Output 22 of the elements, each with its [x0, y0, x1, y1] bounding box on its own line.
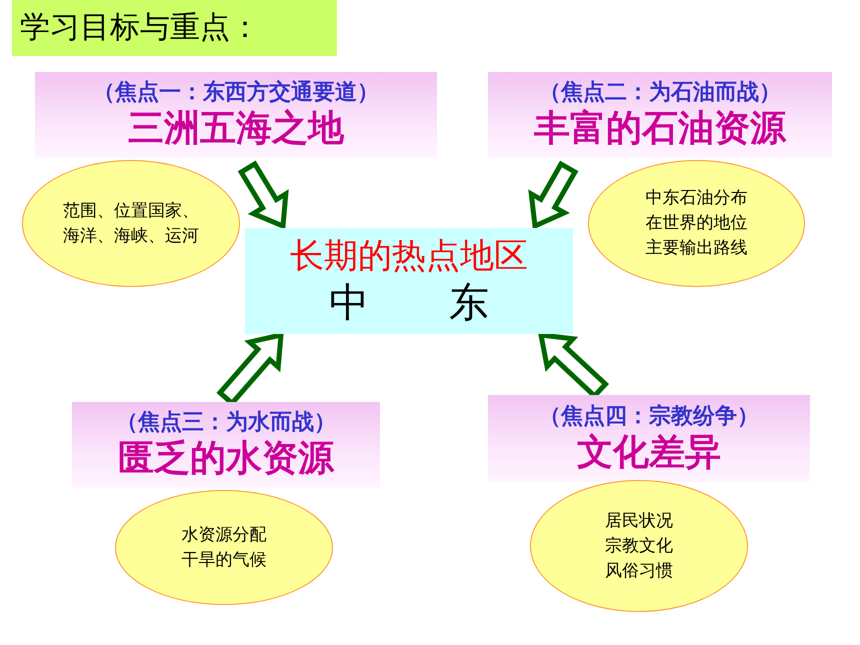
heading-text: 长期的热点地区 [290, 235, 528, 278]
info-text: 居民状况宗教文化风俗习惯 [604, 510, 674, 582]
region-name: 中东 [328, 279, 569, 328]
topic-banner [72, 402, 380, 488]
topic-heading: 匮乏的水资源 [118, 437, 334, 481]
topic-heading: 三洲五海之地 [128, 107, 344, 151]
topic-banner [488, 72, 832, 158]
topic-subtitle: （焦点四：宗教纷争） [539, 402, 759, 430]
topic-banner [35, 72, 437, 158]
topic-subtitle: （焦点三：为水而战） [116, 409, 336, 437]
info-text: 中东石油分布在世界的地位主要输出路线 [644, 187, 748, 260]
topic-heading: 丰富的石油资源 [534, 107, 786, 151]
info-text: 范围、位置国家、海洋、海峡、运河 [62, 200, 200, 248]
title-banner: 学习目标与重点： [12, 0, 337, 56]
topic-heading: 文化差异 [577, 430, 721, 474]
topic-subtitle: （焦点二：为石油而战） [539, 79, 781, 107]
info-text: 水资源分配干旱的气候 [180, 524, 268, 572]
topic-subtitle: （焦点一：东西方交通要道） [93, 79, 379, 107]
block-arrow [238, 160, 289, 230]
block-arrow [528, 160, 578, 230]
center-box [245, 228, 573, 334]
topic-banner [488, 395, 810, 482]
